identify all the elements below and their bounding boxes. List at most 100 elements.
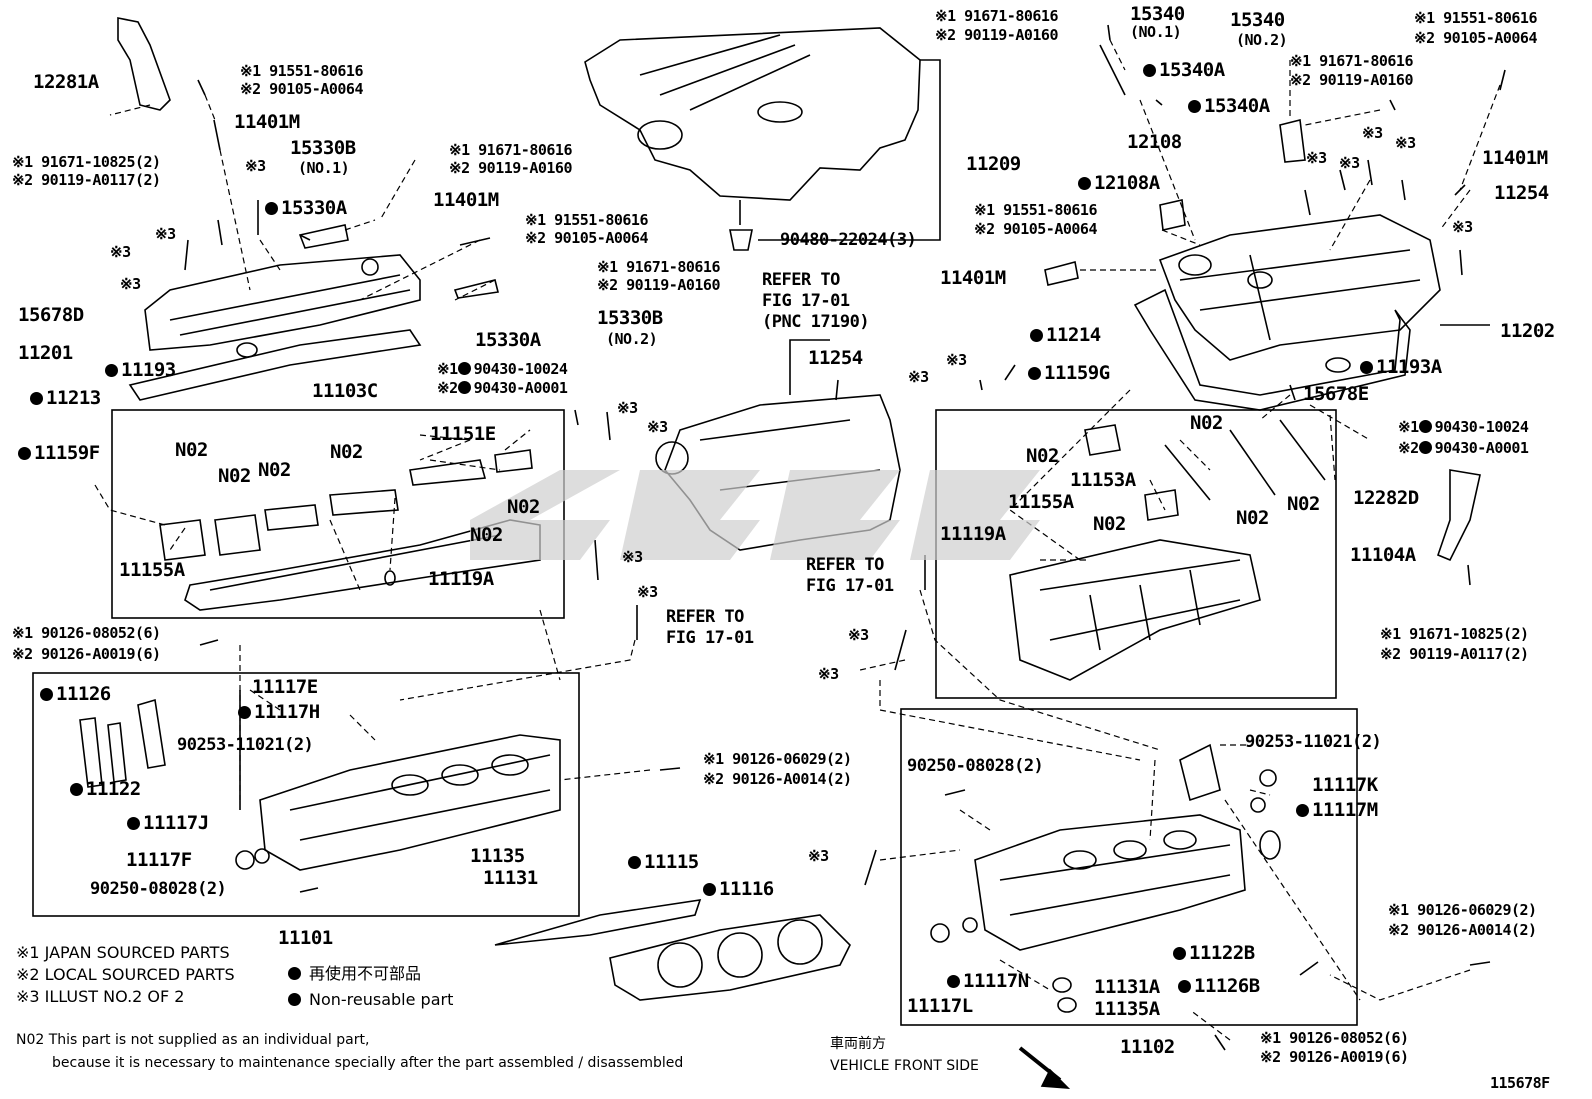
legend-local-sourced: ※2 LOCAL SOURCED PARTS	[16, 965, 235, 984]
non-reusable-dot-icon	[1030, 329, 1043, 342]
part-label-90250-08028-right: 90250-08028(2)	[907, 756, 1044, 776]
part-label-11159g: 11159G	[1028, 363, 1110, 383]
n02-label: N02	[1026, 445, 1059, 467]
part-label-15330a-upper: 15330A	[265, 198, 347, 218]
note-marker: ※1	[1398, 418, 1419, 436]
part-label-text: 11115	[644, 851, 699, 873]
note3-marker: ※3	[647, 418, 668, 436]
bolt-note-1: ※1 90430-10024	[1398, 418, 1529, 436]
part-label-15330b-no2-sub: (NO.2)	[606, 330, 658, 348]
bolt-note-1: ※1 91671-10825(2)	[1380, 625, 1529, 643]
non-reusable-dot-icon	[1143, 64, 1156, 77]
n02-label: N02	[258, 459, 291, 481]
bolt-note-2: ※2 90105-A0064	[240, 80, 363, 98]
note3-marker: ※3	[818, 665, 839, 683]
part-label-11193a: 11193A	[1360, 357, 1442, 377]
note3-marker: ※3	[946, 351, 967, 369]
bolt-note-2: ※2 90119-A0160	[597, 276, 720, 294]
note3-marker: ※3	[637, 583, 658, 601]
bolt-note-2: ※2 90105-A0064	[1414, 29, 1537, 47]
part-label-text: 11193	[121, 359, 176, 381]
legend-illust-no: ※3 ILLUST NO.2 OF 2	[16, 987, 185, 1006]
part-label-text: 11122	[86, 778, 141, 800]
non-reusable-dot-icon	[288, 993, 301, 1006]
part-label-11201: 11201	[18, 342, 73, 364]
non-reusable-dot-icon	[1360, 361, 1373, 374]
non-reusable-dot-icon	[947, 975, 960, 988]
bolt-note-2: ※2 90105-A0064	[974, 220, 1097, 238]
n02-label: N02	[218, 465, 251, 487]
bolt-note-2: ※2 90105-A0064	[525, 229, 648, 247]
part-label-11117k: 11117K	[1312, 774, 1378, 796]
part-label-11153a: 11153A	[1070, 469, 1136, 491]
part-label-text: 11117N	[963, 970, 1029, 992]
part-label-11401m-left: 11401M	[234, 111, 300, 133]
note3-marker: ※3	[120, 275, 141, 293]
legend-text: 再使用不可部品	[309, 964, 422, 983]
part-label-15340-no1-sub: (NO.1)	[1130, 23, 1182, 41]
note3-marker: ※3	[155, 225, 176, 243]
leader-lines	[94, 39, 1501, 1041]
part-label-15330b-no1-sub: (NO.1)	[298, 159, 350, 177]
non-reusable-dot-icon	[703, 883, 716, 896]
part-label-90253-11021-right: 90253-11021(2)	[1245, 732, 1382, 752]
legend-japan-sourced: ※1 JAPAN SOURCED PARTS	[16, 943, 230, 962]
bolt-note-1: ※1 91671-10825(2)	[12, 153, 161, 171]
part-label-11155a-right: 11155A	[1008, 491, 1074, 513]
non-reusable-dot-icon	[457, 362, 471, 375]
part-label-15678e: 15678E	[1303, 383, 1369, 405]
part-label-11119a-right: 11119A	[940, 523, 1006, 545]
part-label-15678d: 15678D	[18, 304, 84, 326]
non-reusable-dot-icon	[1418, 441, 1432, 454]
part-label-15340a-upper: 15340A	[1143, 60, 1225, 80]
refer-to-label: REFER TO	[666, 607, 744, 627]
non-reusable-dot-icon	[40, 688, 53, 701]
part-label-11117f: 11117F	[126, 849, 192, 871]
part-label-15340-no2-sub: (NO.2)	[1236, 31, 1288, 49]
part-label-text: 12108A	[1094, 172, 1160, 194]
bolt-note-1: ※1 91671-80616	[449, 141, 572, 159]
part-label-text: 11214	[1046, 324, 1101, 346]
bolt-note-2: ※2 90119-A0160	[449, 159, 572, 177]
part-label-11401m-lower: 11401M	[940, 267, 1006, 289]
right-cylinder-head-shape	[930, 743, 1319, 1013]
part-label-90480-22024: 90480-22024(3)	[780, 230, 917, 250]
ocv-solenoids-shape	[298, 44, 1306, 299]
part-label-11119a-left: 11119A	[428, 568, 494, 590]
group-box-11103c	[111, 409, 565, 619]
bracket-12281a-shape	[117, 17, 171, 111]
part-label-90253-11021-left: 90253-11021(2)	[177, 735, 314, 755]
non-reusable-dot-icon	[30, 392, 43, 405]
part-label-11155a-left: 11155A	[119, 559, 185, 581]
part-label-text: 11159G	[1044, 362, 1110, 384]
part-label-11151e: 11151E	[430, 423, 496, 445]
part-label-90250-08028-left: 90250-08028(2)	[90, 879, 227, 899]
part-label-11135: 11135	[470, 845, 525, 867]
bolt-note-2: ※2 90119-A0160	[1290, 71, 1413, 89]
note3-marker: ※3	[617, 399, 638, 417]
note-marker: ※2	[437, 379, 458, 397]
part-label-12282d: 12282D	[1353, 487, 1419, 509]
part-label-11131a: 11131A	[1094, 976, 1160, 998]
part-label-11126b: 11126B	[1178, 976, 1260, 996]
note3-marker: ※3	[1395, 134, 1416, 152]
part-label-15330b-no1: 15330B	[290, 137, 356, 159]
non-reusable-dot-icon	[127, 817, 140, 830]
note-part: 90430-10024	[1434, 418, 1529, 436]
part-label-11131: 11131	[483, 867, 538, 889]
non-reusable-dot-icon	[1173, 947, 1186, 960]
note-part: 90430-A0001	[1434, 439, 1529, 457]
bolt-note-1: ※1 91551-80616	[525, 211, 648, 229]
part-label-text: 11122B	[1189, 942, 1255, 964]
part-label-15330a-lower: 15330A	[475, 329, 541, 351]
non-reusable-dot-icon	[105, 364, 118, 377]
part-label-11254-right: 11254	[1494, 182, 1549, 204]
n02-label: N02	[1093, 513, 1126, 535]
part-label-text: 11159F	[34, 442, 100, 464]
part-label-12108: 12108	[1127, 131, 1182, 153]
part-label-11117j: 11117J	[127, 813, 209, 833]
part-label-11214: 11214	[1030, 325, 1101, 345]
note3-marker: ※3	[1362, 124, 1383, 142]
